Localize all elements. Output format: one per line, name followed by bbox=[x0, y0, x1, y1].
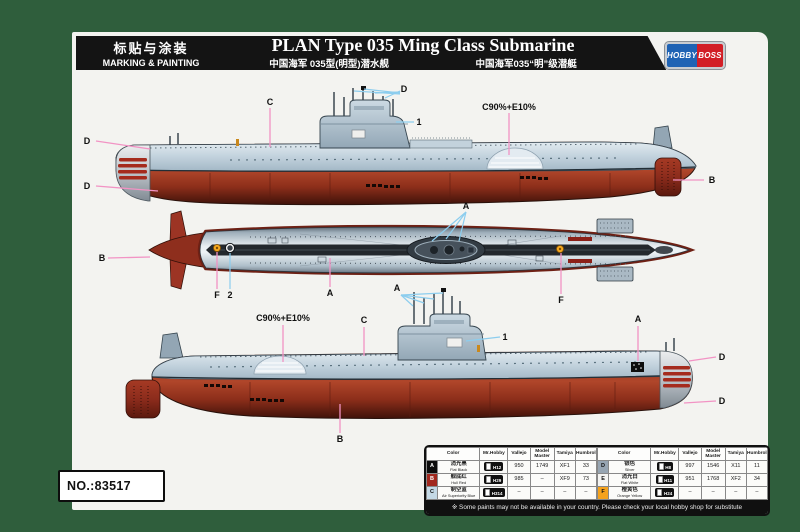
callout-label-2-10: 2 bbox=[227, 290, 233, 300]
kit-subtitle-cn-1: 中国海军 035型(明型)潜水舰 bbox=[269, 58, 390, 70]
tamiya-code: X11 bbox=[724, 460, 747, 474]
column-header: Vallejo bbox=[678, 447, 702, 461]
callout-label-C-1: C bbox=[266, 97, 274, 107]
kit-subtitles: 中国海军 035型(明型)潜水舰 中国海军035“明”级潜艇 bbox=[226, 56, 620, 70]
mr-hobby-code: H11 bbox=[650, 473, 680, 487]
callout-label-B-8: B bbox=[98, 253, 106, 263]
callout-label-F-12: F bbox=[558, 295, 564, 305]
column-header: Humbrol bbox=[574, 447, 598, 461]
column-header: Tamiya bbox=[553, 447, 576, 461]
sheet-panel bbox=[72, 32, 768, 510]
mr-hobby-code: H8 bbox=[650, 460, 680, 474]
vallejo-code: 950 bbox=[507, 460, 531, 474]
callout-label-D-18: D bbox=[718, 352, 726, 362]
color-swatch-A: A bbox=[426, 460, 439, 474]
column-header: Model Master bbox=[529, 447, 555, 461]
model-master-code: – bbox=[529, 473, 555, 487]
paint-table-footnote: ※ Some paints may not be available in yo… bbox=[426, 500, 768, 514]
vallejo-code: 951 bbox=[678, 473, 702, 487]
model-master-code: 1546 bbox=[700, 460, 726, 474]
mr-hobby-code: H12 bbox=[479, 460, 509, 474]
humbrol-code: 33 bbox=[574, 460, 598, 474]
mr-hobby-code: H314 bbox=[479, 486, 509, 500]
callout-label-C90E10-4: C90%+E10% bbox=[482, 102, 536, 112]
logo-boss-text: BOSS bbox=[696, 44, 723, 67]
color-swatch-B: B bbox=[426, 473, 439, 487]
callout-label-A-7: A bbox=[462, 201, 470, 211]
humbrol-code: – bbox=[574, 486, 598, 500]
callout-label-1-3: 1 bbox=[416, 117, 422, 127]
column-header: Tamiya bbox=[724, 447, 747, 461]
color-swatch-C: C bbox=[426, 486, 439, 500]
callout-label-D-19: D bbox=[718, 396, 726, 406]
callout-label-1-16: 1 bbox=[502, 332, 508, 342]
model-master-code: 1749 bbox=[529, 460, 555, 474]
vallejo-code: – bbox=[678, 486, 702, 500]
tamiya-code: – bbox=[724, 486, 747, 500]
humbrol-code: 11 bbox=[745, 460, 768, 474]
vallejo-code: – bbox=[507, 486, 531, 500]
column-header: Model Master bbox=[700, 447, 726, 461]
header-section: 标贴与涂装 MARKING & PAINTING bbox=[76, 36, 226, 70]
humbrol-code: 34 bbox=[745, 473, 768, 487]
callout-label-B-6: B bbox=[708, 175, 716, 185]
model-master-code: – bbox=[700, 486, 726, 500]
section-title-cn: 标贴与涂装 bbox=[113, 41, 189, 56]
callout-label-D-2: D bbox=[400, 84, 408, 94]
kit-number: NO.:83517 bbox=[58, 470, 165, 502]
callout-label-A-13: A bbox=[393, 283, 401, 293]
tamiya-code: XF1 bbox=[553, 460, 576, 474]
mr-hobby-code: H29 bbox=[479, 473, 509, 487]
logo-hobby-text: HOBBY bbox=[667, 44, 697, 67]
column-header: Mr.Hobby bbox=[479, 447, 509, 461]
column-header: Vallejo bbox=[507, 447, 531, 461]
color-swatch-F: F bbox=[596, 486, 610, 500]
vallejo-code: 997 bbox=[678, 460, 702, 474]
kit-title: PLAN Type 035 Ming Class Submarine bbox=[271, 35, 575, 56]
vallejo-code: 985 bbox=[507, 473, 531, 487]
humbrol-code: – bbox=[745, 486, 768, 500]
model-master-code: – bbox=[529, 486, 555, 500]
humbrol-code: 73 bbox=[574, 473, 598, 487]
tamiya-code: – bbox=[553, 486, 576, 500]
callout-label-C-15: C bbox=[360, 315, 368, 325]
callout-label-D-0: D bbox=[83, 136, 91, 146]
color-swatch-D: D bbox=[596, 460, 610, 474]
callout-label-F-9: F bbox=[214, 290, 220, 300]
callout-label-D-5: D bbox=[83, 181, 91, 191]
kit-subtitle-cn-2: 中国海军035“明”级潜艇 bbox=[475, 58, 577, 70]
model-master-code: 1768 bbox=[700, 473, 726, 487]
hobbyboss-logo: HOBBY BOSS bbox=[664, 41, 726, 70]
column-header: Humbrol bbox=[745, 447, 768, 461]
column-header: Color bbox=[426, 447, 481, 461]
column-header: Mr.Hobby bbox=[650, 447, 680, 461]
column-header: Color bbox=[596, 447, 652, 461]
header-title-block: PLAN Type 035 Ming Class Submarine 中国海军 … bbox=[226, 35, 666, 70]
callout-label-B-20: B bbox=[336, 434, 344, 444]
callout-label-A-11: A bbox=[326, 288, 334, 298]
callout-label-A-17: A bbox=[634, 314, 642, 324]
tamiya-code: XF2 bbox=[724, 473, 747, 487]
mr-hobby-code: H24 bbox=[650, 486, 680, 500]
section-title-en: MARKING & PAINTING bbox=[102, 58, 200, 68]
callout-label-C90E10-14: C90%+E10% bbox=[256, 313, 310, 323]
header-bar: 标贴与涂装 MARKING & PAINTING PLAN Type 035 M… bbox=[76, 35, 667, 70]
tamiya-code: XF9 bbox=[553, 473, 576, 487]
color-swatch-E: E bbox=[596, 473, 610, 487]
